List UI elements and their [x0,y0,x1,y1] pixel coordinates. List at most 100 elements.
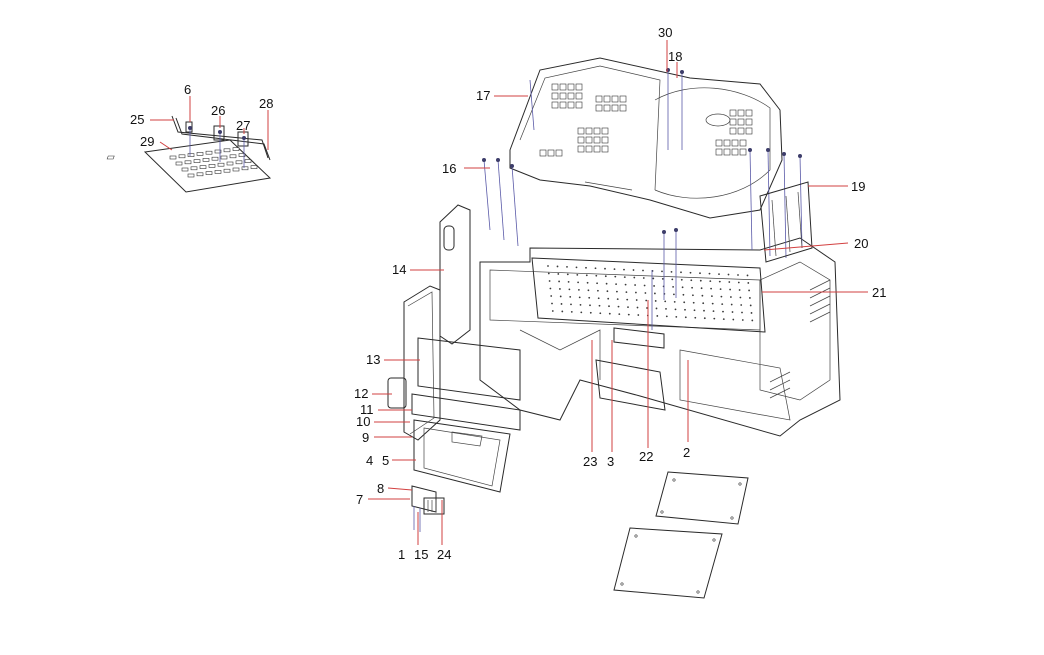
floor-hole [702,302,705,305]
canopy-slot [731,139,739,147]
plate-slot [217,162,225,167]
inset-grille-assembly [106,115,272,193]
floor-hole [692,294,694,297]
canopy-slot [547,149,555,157]
floor-hole [703,309,705,312]
canopy-slot [559,101,567,109]
canopy-slot [585,127,593,135]
floor-hole [557,273,560,275]
callout-29: 29 [140,134,154,149]
floor-hole [608,305,610,308]
callout-5: 5 [382,453,389,468]
floor-hole [673,293,675,296]
canopy-slot [567,92,575,100]
floor-hole [741,311,743,314]
floor-hole [548,280,551,282]
floor-hole [750,312,753,314]
canopy-slot [611,95,619,103]
floor-hole [722,310,724,313]
floor-hole [598,304,601,307]
callout-7: 7 [356,492,363,507]
floor-hole [683,301,686,304]
floor-hole [693,309,696,312]
floor-hole [626,298,629,301]
floor-hole [746,274,749,277]
floor-hole [623,276,626,278]
canopy-slot [555,149,563,157]
floor-hole [560,303,563,305]
floor-hole [722,318,725,320]
canopy-slot [575,101,583,109]
canopy-slot [723,139,731,147]
floor-hole [711,302,714,305]
floor-hole [737,281,740,284]
callout-24: 24 [437,547,451,562]
floor-hole [689,271,692,274]
floor-hole [642,269,644,272]
floor-hole [740,304,743,306]
plate-slot [175,161,183,166]
canopy-slot [729,109,737,117]
canopy-slot [603,104,611,112]
plate-slot [241,166,249,171]
plate-slot [205,171,213,175]
plate-slot [220,155,228,160]
plate-slot [214,149,222,154]
callout-27: 27 [236,118,250,133]
floor-hole [684,316,687,319]
floor-hole [720,295,723,298]
floor-hole [547,272,550,275]
floor-hole [673,300,676,303]
floor-hole [586,281,589,284]
canopy-slot [577,127,585,135]
floor-hole [559,288,561,290]
floor-hole [632,269,635,271]
floor-hole [654,300,657,302]
canopy-slot [619,95,627,103]
plate-slot [184,160,192,165]
floor-hole [665,308,667,310]
plate-slot [196,152,204,156]
floor-hole [700,287,703,290]
callout-18: 18 [668,49,682,64]
floor-hole [636,306,639,309]
callout-14: 14 [392,262,406,277]
floor-hole [596,282,598,285]
floor-hole [625,291,628,293]
floor-hole [642,277,645,279]
floor-hole [652,277,655,280]
canopy-slot [593,127,601,135]
floor-hole [710,287,712,290]
floor-hole [738,289,741,291]
floor-hole [739,296,742,299]
floor-hole [604,275,607,278]
floor-hole [656,315,659,317]
floor-hole [718,273,720,275]
plate-slot [208,164,216,168]
floor-hole [721,303,724,305]
floor-hole [665,315,668,318]
plate-slot [187,173,195,178]
plate-slot [202,158,210,162]
floor-hole [699,272,701,275]
floor-hole [661,270,663,273]
floor-hole [550,295,553,297]
plate-slot [199,165,207,169]
canopy-slot [619,104,627,112]
floor-hole [559,295,562,298]
floor-hole [627,306,629,308]
canopy-slot [577,145,585,153]
callout-22: 22 [639,449,653,464]
canopy-slot [567,83,575,91]
canopy-slot [593,136,601,144]
floor-hole [575,266,578,269]
floor-hole [713,317,716,320]
canopy-slot [745,127,753,135]
canopy-slot [601,136,609,144]
inset-plate-slots [106,147,258,178]
floor-hole [589,304,591,307]
plate-slot [250,165,258,169]
floor-hole [637,314,640,316]
floor-hole [549,287,552,290]
callout-3: 3 [607,454,614,469]
